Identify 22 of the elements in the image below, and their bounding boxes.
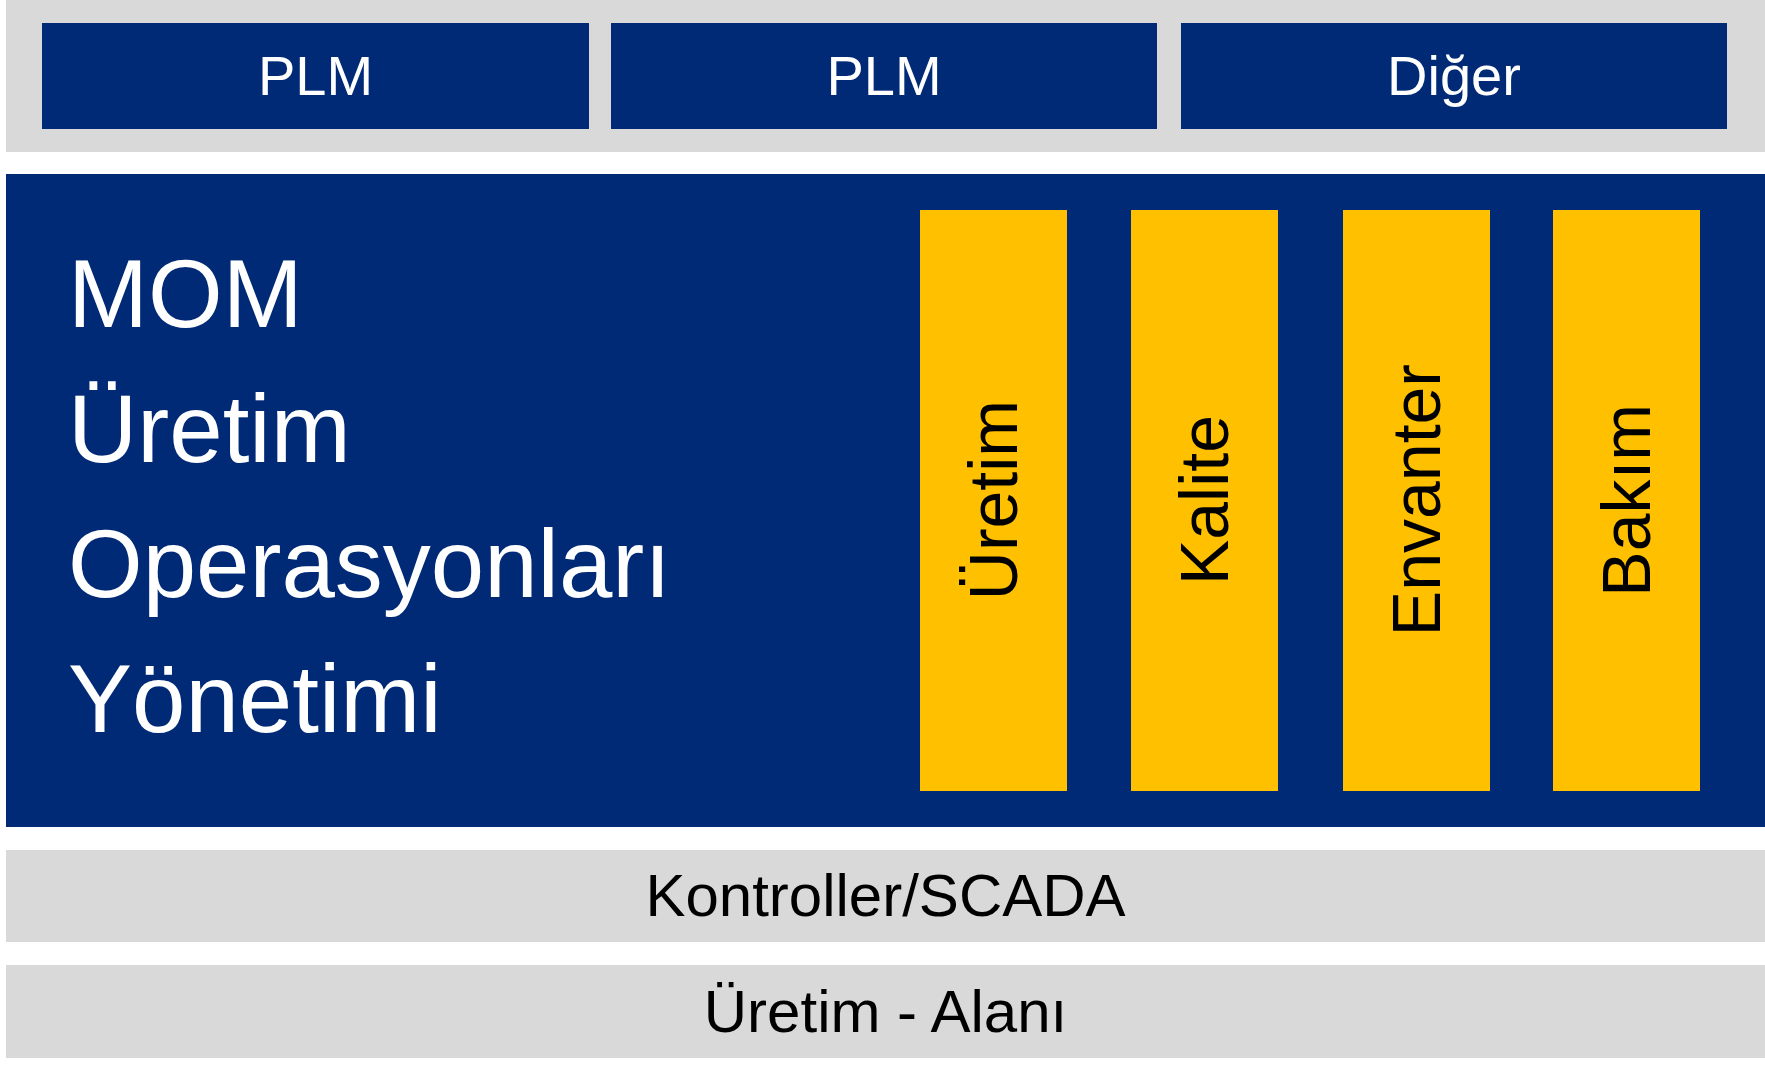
layer-band xyxy=(6,965,1765,1058)
module-label: Bakım xyxy=(1589,404,1664,597)
module-bar xyxy=(920,210,1067,791)
module-label: Kalite xyxy=(1167,415,1242,586)
system-box xyxy=(611,23,1157,129)
mom-band xyxy=(6,174,1765,827)
band-title: MOM xyxy=(68,239,304,349)
module-bar xyxy=(1131,210,1278,791)
header-band xyxy=(6,0,1765,152)
module-bar xyxy=(1343,210,1490,791)
box-label: PLM xyxy=(257,45,374,107)
box-label: PLM xyxy=(826,45,942,107)
box-label: Diğer xyxy=(1387,45,1521,107)
band-title: Üretim Operasyonları Yönetimi xyxy=(68,374,672,754)
layer-band xyxy=(6,850,1765,942)
module-label: Üretim xyxy=(956,400,1031,601)
module-label: Envanter xyxy=(1379,364,1454,637)
system-box xyxy=(42,23,589,129)
box-label: Kontroller/SCADA xyxy=(645,863,1126,929)
system-box xyxy=(1181,23,1727,129)
box-label: Üretim - Alanı xyxy=(703,978,1068,1045)
module-bar xyxy=(1553,210,1700,791)
